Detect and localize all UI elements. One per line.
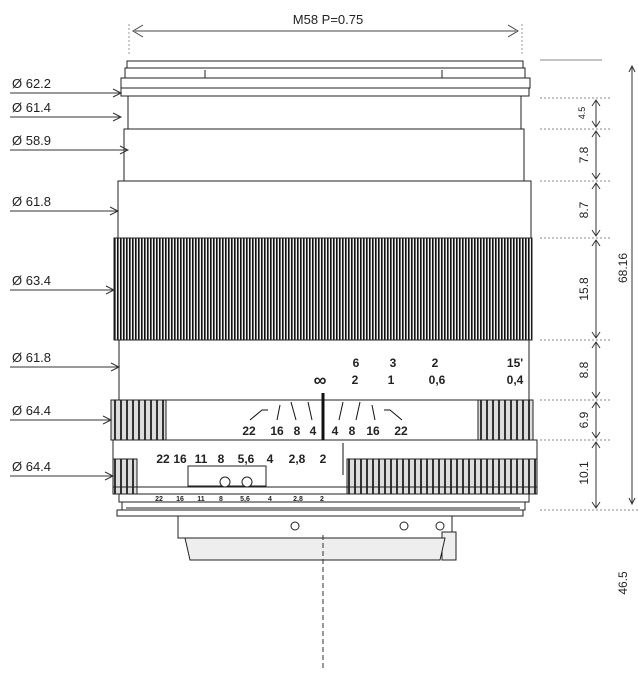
svg-text:3: 3: [390, 356, 397, 370]
front-barrel: [127, 95, 522, 130]
diameter-labels: Ø 62.2 Ø 61.4 Ø 58.9 Ø 61.8 Ø 63.4 Ø 61.…: [12, 76, 51, 474]
height-label: 8.7: [577, 201, 591, 218]
svg-text:0,4: 0,4: [507, 373, 524, 387]
diameter-label: Ø 63.4: [12, 273, 51, 288]
thread-label: M58 P=0.75: [293, 12, 363, 27]
height-label: 15.8: [577, 277, 591, 301]
svg-text:4: 4: [267, 452, 274, 466]
height-dimensions: [540, 59, 638, 511]
diameter-label: Ø 62.2: [12, 76, 51, 91]
filter-thread-ring: [120, 77, 531, 89]
front-rim: [126, 60, 524, 69]
thread-arrow-right: [507, 24, 519, 38]
svg-text:11: 11: [197, 496, 205, 503]
svg-text:2,8: 2,8: [289, 452, 306, 466]
diameter-label: Ø 64.4: [12, 403, 51, 418]
aperture-lever: [441, 531, 457, 561]
dof-scale: 22 16 8 4 4 8 16 22: [242, 424, 408, 438]
svg-text:8: 8: [218, 452, 225, 466]
svg-text:16: 16: [366, 424, 380, 438]
height-label: 6.9: [577, 411, 591, 428]
svg-text:22: 22: [394, 424, 408, 438]
height-label: 10.1: [577, 461, 591, 485]
diameter-label: Ø 61.8: [12, 350, 51, 365]
svg-text:2: 2: [320, 496, 324, 503]
svg-text:16: 16: [173, 452, 187, 466]
diameter-label: Ø 61.8: [12, 194, 51, 209]
flange-distance-label: 46.5: [616, 571, 630, 595]
height-label: 4.5: [577, 107, 587, 120]
svg-text:2,8: 2,8: [293, 496, 303, 503]
svg-text:22: 22: [155, 496, 163, 503]
svg-text:5,6: 5,6: [238, 452, 255, 466]
lens-body: [110, 60, 538, 561]
svg-text:6: 6: [353, 356, 360, 370]
aperture-knurl: [346, 458, 538, 495]
distance-scale: 6 3 2 15' ∞ 2 1 0,6 0,4: [314, 356, 524, 390]
svg-text:0,6: 0,6: [429, 373, 446, 387]
diameter-label: Ø 58.9: [12, 133, 51, 148]
upper-barrel: [117, 180, 532, 239]
aperture-scale-small: 22 16 11 8 5,6 4 2,8 2: [155, 496, 324, 503]
diameter-callouts: [10, 88, 130, 481]
barrel-step: [123, 128, 525, 182]
svg-text:16: 16: [270, 424, 284, 438]
svg-text:11: 11: [195, 452, 208, 466]
rear-element-housing: [184, 537, 446, 561]
aperture-scale: 22 16 11 8 5,6 4 2,8 2: [156, 452, 326, 466]
mount-flange: [116, 509, 524, 517]
diameter-label: Ø 64.4: [12, 459, 51, 474]
svg-text:1: 1: [388, 373, 395, 387]
svg-text:8: 8: [294, 424, 301, 438]
mount-plate: [121, 501, 526, 511]
svg-text:4: 4: [332, 424, 339, 438]
front-ring: [124, 67, 526, 79]
svg-text:16: 16: [176, 496, 184, 503]
svg-text:2: 2: [432, 356, 439, 370]
diameter-label: Ø 61.4: [12, 100, 51, 115]
height-labels: 4.5 7.8 8.7 15.8 8.8 6.9 10.1 68.16 46.5: [577, 107, 630, 595]
svg-text:15': 15': [507, 356, 523, 370]
focus-ring-knurled: [113, 237, 533, 341]
svg-text:8: 8: [219, 496, 223, 503]
thread-arrow-left: [132, 24, 144, 38]
height-label: 8.8: [577, 361, 591, 378]
svg-text:4: 4: [310, 424, 317, 438]
svg-text:8: 8: [349, 424, 356, 438]
height-label: 7.8: [577, 146, 591, 163]
svg-text:∞: ∞: [314, 370, 327, 390]
svg-text:4: 4: [268, 496, 272, 503]
svg-text:22: 22: [242, 424, 256, 438]
svg-text:2: 2: [352, 373, 359, 387]
dof-ticks: [249, 401, 403, 421]
name-ring: [120, 87, 530, 97]
svg-text:2: 2: [320, 452, 327, 466]
svg-text:5,6: 5,6: [240, 496, 250, 503]
svg-text:22: 22: [156, 452, 170, 466]
total-height-label: 68.16: [616, 253, 630, 283]
bayonet: [177, 515, 453, 539]
